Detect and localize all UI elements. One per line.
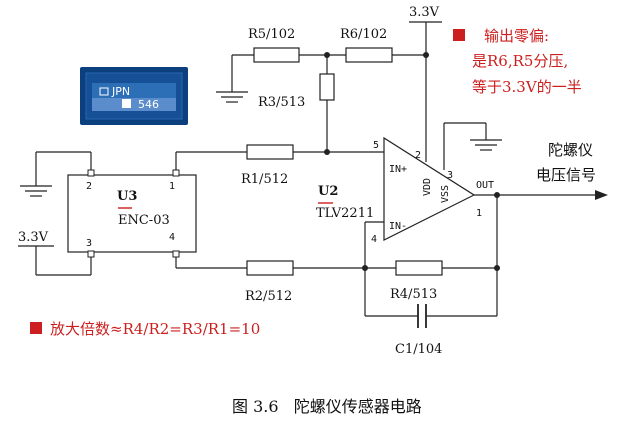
output-arrow-icon	[595, 190, 608, 200]
output-note-line-2: 电压信号	[536, 166, 596, 184]
u2-in-minus: IN-	[389, 221, 407, 232]
ground-symbol	[470, 139, 502, 151]
junction-dots	[324, 52, 500, 271]
gain-note: 放大倍数≈R4/R2=R3/R1=10	[30, 320, 260, 338]
wires	[18, 21, 598, 317]
chip-photo: JPN 546	[80, 67, 188, 125]
gain-note-text: 放大倍数≈R4/R2=R3/R1=10	[50, 320, 260, 338]
chip-photo-text: JPN	[111, 85, 130, 98]
u2-vdd: VDD	[422, 178, 433, 196]
u2-pin-4: 4	[371, 234, 377, 245]
u3-pin-2: 2	[86, 181, 92, 192]
u3-part: ENC-03	[118, 213, 170, 228]
resistor-r2: R2/512	[245, 260, 294, 304]
supply-left-label: 3.3V	[18, 230, 49, 245]
capacitor-c1-label: C1/104	[395, 342, 442, 357]
u3-pin-3: 3	[86, 238, 92, 249]
chip-photo-code: 546	[138, 98, 159, 111]
offset-note: 输出零偏: 是R6,R5分压, 等于3.3V的一半	[453, 27, 582, 96]
capacitor-c1: C1/104	[395, 304, 442, 357]
u2-in-plus: IN+	[389, 164, 407, 175]
ground-symbol	[216, 91, 248, 103]
resistor-r5-label: R5/102	[248, 27, 295, 42]
resistor-r6: R6/102	[340, 27, 393, 63]
resistor-r4-label: R4/513	[390, 287, 437, 302]
ground-symbol	[20, 185, 52, 197]
u2-pin-1: 1	[476, 208, 482, 219]
resistor-r1-label: R1/512	[241, 172, 288, 187]
u3-pin-4: 4	[169, 232, 175, 243]
u2-vss: VSS	[440, 185, 451, 203]
supply-top-label: 3.3V	[409, 5, 440, 20]
figure-caption: 图 3.6 陀螺仪传感器电路	[232, 397, 422, 416]
resistor-r1: R1/512	[241, 144, 294, 187]
resistor-r5: R5/102	[248, 27, 300, 63]
offset-note-line-3: 等于3.3V的一半	[472, 78, 582, 96]
u2-part: TLV2211	[316, 206, 374, 221]
offset-note-line-2: 是R6,R5分压,	[472, 52, 568, 70]
u2-ref: U2	[318, 184, 338, 199]
u3-ref: U3	[117, 189, 137, 204]
output-note-line-1: 陀螺仪	[548, 141, 593, 159]
u2-op-amp: IN+ IN- VDD VSS OUT 5 2 3 4 1 U2 TLV2211	[316, 136, 494, 245]
u2-pin-2: 2	[415, 150, 421, 161]
u2-pin-5: 5	[373, 140, 379, 151]
resistor-r3: R3/513	[258, 73, 335, 110]
u2-pin-3: 3	[447, 170, 453, 181]
u3-gyro-chip: 2 1 3 4 U3 ENC-03	[67, 169, 197, 258]
u2-out: OUT	[476, 180, 494, 191]
u3-pin-1: 1	[169, 181, 175, 192]
output-note: 陀螺仪 电压信号	[536, 141, 596, 184]
resistor-r2-label: R2/512	[245, 289, 292, 304]
offset-note-line-1: 输出零偏:	[484, 27, 549, 45]
resistor-r3-label: R3/513	[258, 95, 305, 110]
resistor-r4: R4/513	[390, 260, 443, 302]
resistor-r6-label: R6/102	[340, 27, 387, 42]
